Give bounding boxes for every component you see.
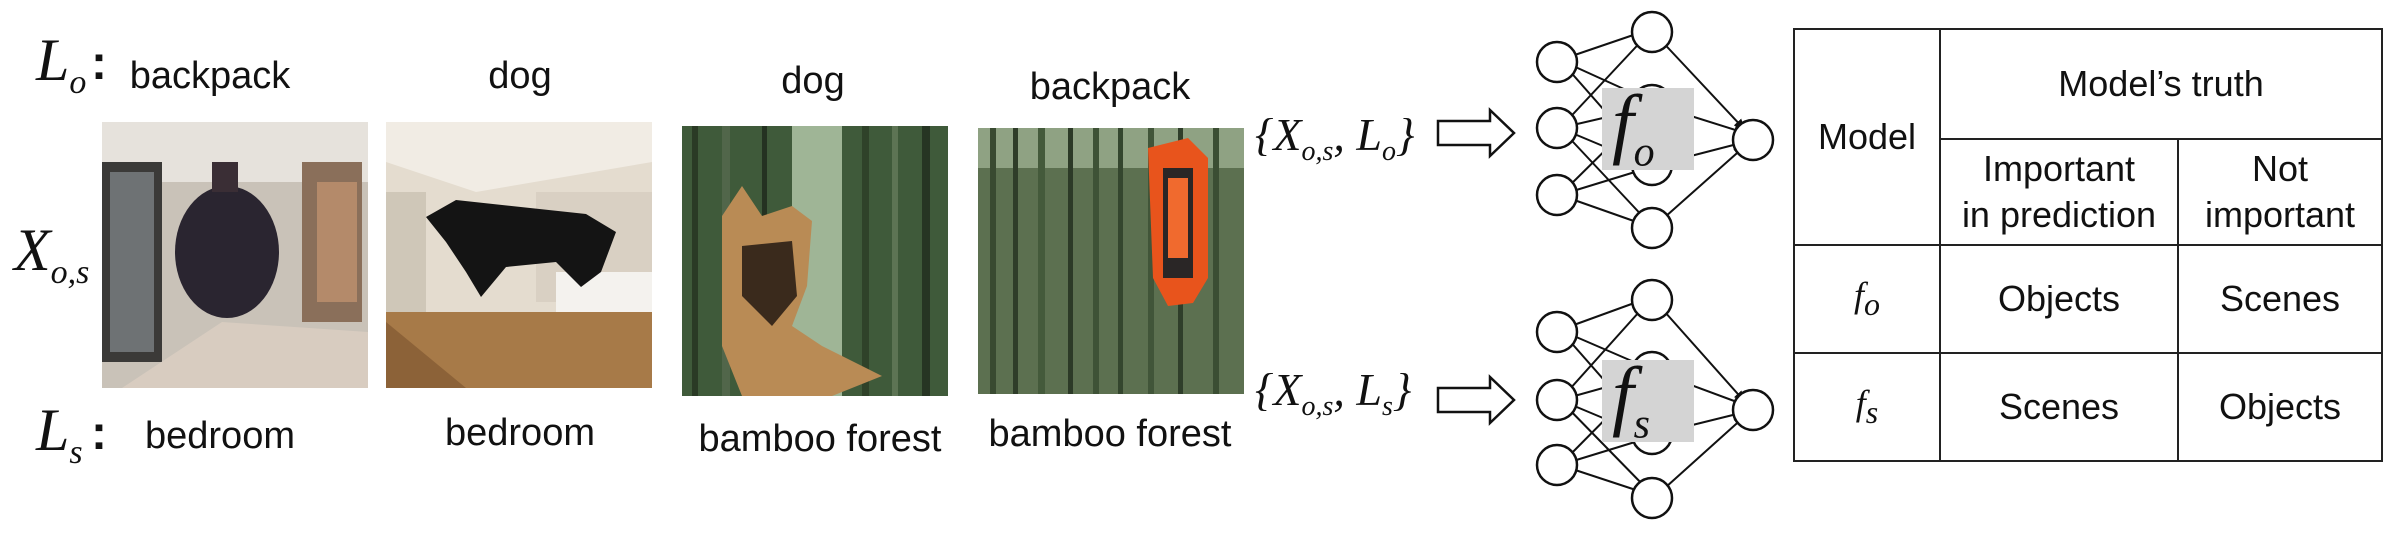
model-row-scene: fs xyxy=(1793,352,1941,462)
scene-label-2: bedroom xyxy=(445,412,595,454)
input-arrow-scene xyxy=(1436,374,1516,426)
object-label-4: backpack xyxy=(1029,66,1191,108)
input-set-scene: {Xo,s, Ls} xyxy=(1255,364,1412,423)
network-object-box xyxy=(1602,88,1694,170)
table-cell: Objects xyxy=(1939,244,2179,354)
table-cell: Scenes xyxy=(2177,244,2383,354)
table-cell: Scenes xyxy=(1939,352,2179,462)
object-label-1: backpack xyxy=(129,55,291,97)
image-bamboo-backpack xyxy=(978,128,1244,394)
input-set-object: {Xo,s, Lo} xyxy=(1255,109,1415,168)
image-bamboo-dog xyxy=(682,126,948,396)
model-header: Model xyxy=(1793,28,1941,246)
table-cell: Objects xyxy=(2177,352,2383,462)
row-label-object-colon: : xyxy=(91,37,107,90)
model-row-object: fo xyxy=(1793,244,1941,354)
scene-label-1: bedroom xyxy=(145,415,295,457)
row-label-scene: Ls xyxy=(36,397,83,471)
network-label-object: fo xyxy=(1612,79,1655,176)
scene-label-4: bamboo forest xyxy=(988,413,1232,455)
object-label-3: dog xyxy=(781,60,845,102)
network-label-scene: fs xyxy=(1612,351,1651,448)
object-label-2: dog xyxy=(488,55,552,97)
network-diagram xyxy=(1436,10,1775,520)
row-label-scene-colon: : xyxy=(91,407,107,460)
row-label-object: Lo xyxy=(36,27,87,101)
model-truth-header: Model’s truth xyxy=(1939,28,2383,140)
network-scene-box xyxy=(1602,360,1694,442)
input-arrow-object xyxy=(1436,107,1516,159)
scene-label-3: bamboo forest xyxy=(698,418,942,460)
image-bedroom-backpack xyxy=(102,122,368,388)
image-bedroom-dog xyxy=(386,122,652,388)
row-label-image: Xo,s xyxy=(14,217,90,291)
